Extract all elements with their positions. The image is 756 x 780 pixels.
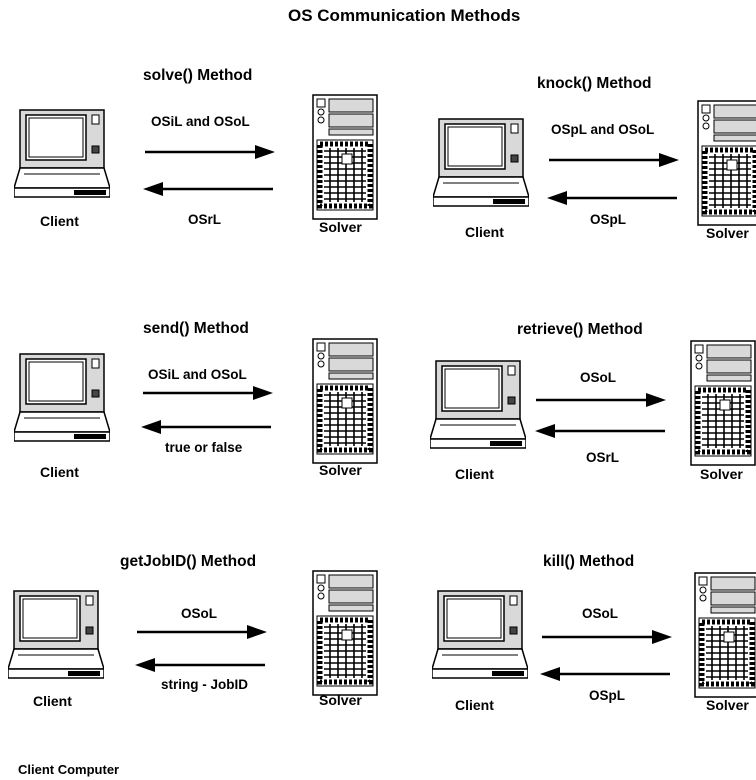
client-label: Client <box>455 697 494 713</box>
server-tower-icon <box>312 338 378 464</box>
response-arrow <box>143 182 273 196</box>
method-title-getjobid: getJobID() Method <box>120 553 257 570</box>
request-label: OSiL and OSoL <box>148 367 247 382</box>
response-arrow <box>540 667 670 681</box>
laptop-icon <box>432 586 528 684</box>
solver-label: Solver <box>319 462 362 478</box>
response-label: OSrL <box>188 212 222 227</box>
footer-caption: Client Computer <box>18 762 120 777</box>
response-arrow <box>535 424 665 438</box>
request-arrow <box>137 625 267 639</box>
laptop-icon <box>8 586 104 684</box>
method-title-kill: kill() Method <box>543 553 635 570</box>
response-label: OSpL <box>589 688 625 703</box>
client-label: Client <box>33 693 72 709</box>
method-title-solve: solve() Method <box>143 67 253 84</box>
response-arrow <box>135 658 265 672</box>
server-tower-icon <box>690 340 756 466</box>
request-arrow <box>143 386 273 400</box>
request-arrow <box>536 393 666 407</box>
client-label: Client <box>40 464 79 480</box>
response-label: OSrL <box>586 450 620 465</box>
request-label: OSpL and OSoL <box>551 122 655 137</box>
server-tower-icon <box>694 572 756 698</box>
client-label: Client <box>455 466 494 482</box>
laptop-icon <box>14 352 110 444</box>
method-title-retrieve: retrieve() Method <box>517 321 643 338</box>
response-arrow <box>141 420 271 434</box>
server-tower-icon <box>312 94 378 220</box>
solver-label: Solver <box>706 225 749 241</box>
server-tower-icon <box>697 100 756 226</box>
request-arrow <box>542 630 672 644</box>
request-label: OSoL <box>181 606 217 621</box>
solver-label: Solver <box>319 692 362 708</box>
laptop-icon <box>430 356 526 454</box>
method-title-knock: knock() Method <box>537 75 652 92</box>
response-label: string - JobID <box>161 677 248 692</box>
server-tower-icon <box>312 570 378 696</box>
request-label: OSoL <box>580 370 616 385</box>
solver-label: Solver <box>706 697 749 713</box>
solver-label: Solver <box>319 219 362 235</box>
request-label: OSoL <box>582 606 618 621</box>
request-arrow <box>549 153 679 167</box>
client-label: Client <box>465 224 504 240</box>
solver-label: Solver <box>700 466 743 482</box>
method-title-send: send() Method <box>143 320 249 337</box>
laptop-icon <box>433 114 529 212</box>
response-label: OSpL <box>590 212 626 227</box>
request-arrow <box>145 145 275 159</box>
diagram-title: OS Communication Methods <box>288 6 521 25</box>
response-arrow <box>547 191 677 205</box>
response-label: true or false <box>165 440 243 455</box>
client-label: Client <box>40 213 79 229</box>
request-label: OSiL and OSoL <box>151 114 250 129</box>
laptop-icon <box>14 108 110 200</box>
